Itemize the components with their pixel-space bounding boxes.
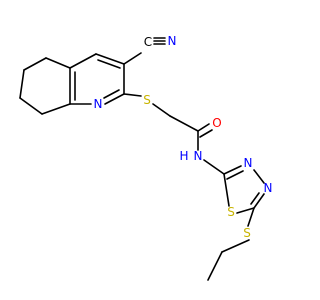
bond-c2-n1-double — [103, 89, 120, 99]
bond-s1-c2 — [223, 173, 230, 207]
atom-s-thiadiazole: S — [227, 205, 235, 219]
molecule-structure: N C N S O N H N N S S — [19, 34, 273, 281]
bond-c-o-double — [199, 129, 213, 138]
atom-n-thiadiazole-1: N — [244, 156, 253, 170]
atom-n-nitrile: N — [168, 34, 177, 48]
bond-c2-s — [123, 93, 142, 97]
bond-c7-c8 — [19, 97, 43, 115]
bond-c3-cn — [123, 52, 142, 65]
atom-h-amide: H — [179, 149, 188, 163]
bond-ch2-co — [169, 115, 199, 132]
bond-c2-n1 — [104, 93, 125, 105]
bond-c5-s1 — [236, 207, 255, 214]
atom-s-ethyl: S — [243, 226, 251, 240]
bond-n4-c5 — [253, 193, 265, 209]
bond-c4-c3 — [95, 53, 125, 65]
bond-c6-c7 — [19, 69, 25, 99]
bond-s-ch2 — [152, 103, 171, 117]
bond-c4a-c4 — [69, 53, 97, 69]
bond-c2-n3-double — [226, 170, 244, 180]
bond-c5-c6 — [23, 57, 47, 71]
atom-n-amide: N — [194, 149, 203, 163]
atom-n-thiadiazole-2: N — [264, 181, 273, 195]
bond-s-ch2-ethyl — [221, 239, 250, 253]
atom-c-nitrile: C — [144, 35, 152, 49]
bond-c-o — [197, 123, 210, 132]
bond-ch2-ch3-ethyl — [207, 251, 223, 281]
atom-n-ring: N — [94, 97, 103, 111]
atom-o-carbonyl: O — [212, 116, 221, 130]
bonds — [19, 37, 265, 281]
bond-c8-c8a — [41, 103, 71, 115]
atom-s-thio: S — [143, 93, 151, 107]
bond-c4-c3-double — [97, 59, 121, 69]
bond-c2-n3 — [223, 165, 242, 175]
bond-nh-thiadiazole — [203, 159, 225, 175]
bond-c4a-c5 — [45, 57, 71, 69]
bond-n3-n4 — [253, 169, 265, 184]
bond-c5-s-ethyl — [247, 207, 255, 227]
atom-labels: N C N S O N H N N S S — [94, 34, 273, 240]
bond-n4-c5-double — [250, 192, 260, 205]
